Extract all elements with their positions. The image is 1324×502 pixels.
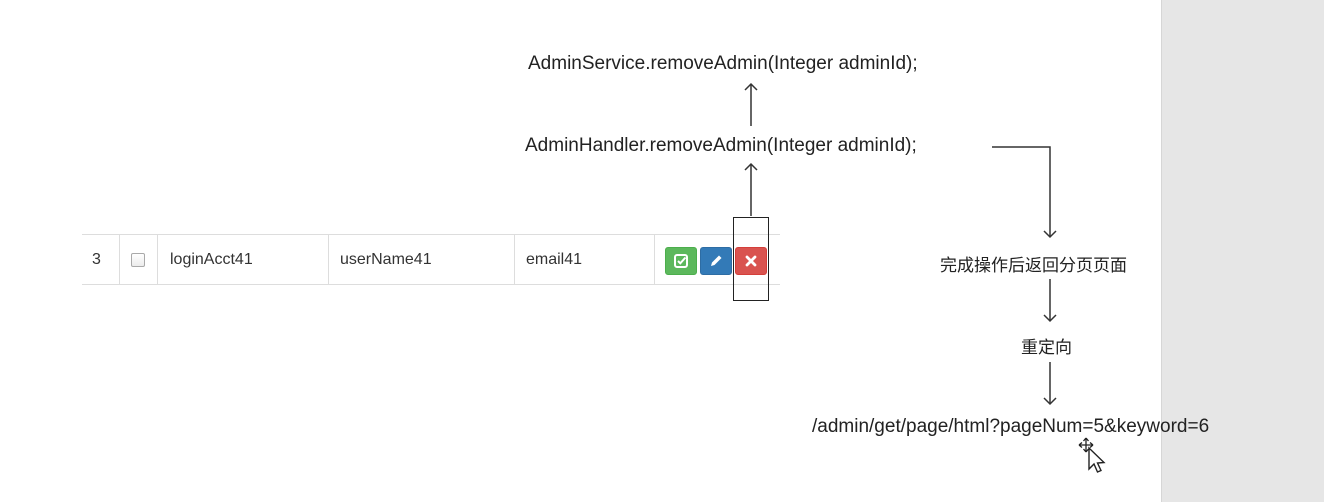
email-cell: email41 bbox=[526, 250, 583, 268]
cell-divider bbox=[157, 235, 158, 284]
handler-call-label: AdminHandler.removeAdmin(Integer adminId… bbox=[525, 135, 917, 156]
close-icon bbox=[745, 255, 757, 267]
row-checkbox-cell bbox=[131, 235, 145, 284]
cell-divider bbox=[328, 235, 329, 284]
side-panel bbox=[1161, 0, 1324, 502]
edit-button[interactable] bbox=[700, 247, 732, 275]
pencil-icon bbox=[711, 255, 722, 266]
row-checkbox[interactable] bbox=[131, 252, 145, 267]
cell-divider bbox=[654, 235, 655, 284]
redirect-url-label: /admin/get/page/html?pageNum=5&keyword=6 bbox=[812, 416, 1210, 437]
cursor-icon bbox=[1078, 437, 1106, 473]
after-op-label: 完成操作后返回分页页面 bbox=[940, 256, 1127, 275]
row-index: 3 bbox=[92, 250, 101, 268]
assign-role-button[interactable] bbox=[665, 247, 697, 275]
cell-divider bbox=[514, 235, 515, 284]
service-call-label: AdminService.removeAdmin(Integer adminId… bbox=[528, 53, 918, 74]
user-name-cell: userName41 bbox=[340, 250, 432, 268]
redirect-label: 重定向 bbox=[1021, 338, 1072, 357]
check-square-icon bbox=[674, 254, 688, 268]
remove-button-highlight bbox=[733, 217, 769, 301]
cell-divider bbox=[119, 235, 120, 284]
table-row: 3 loginAcct41 userName41 email41 bbox=[82, 234, 780, 285]
arrow-handler-to-after-op bbox=[992, 146, 1057, 239]
login-acct-cell: loginAcct41 bbox=[170, 250, 253, 268]
remove-button[interactable] bbox=[735, 247, 767, 275]
